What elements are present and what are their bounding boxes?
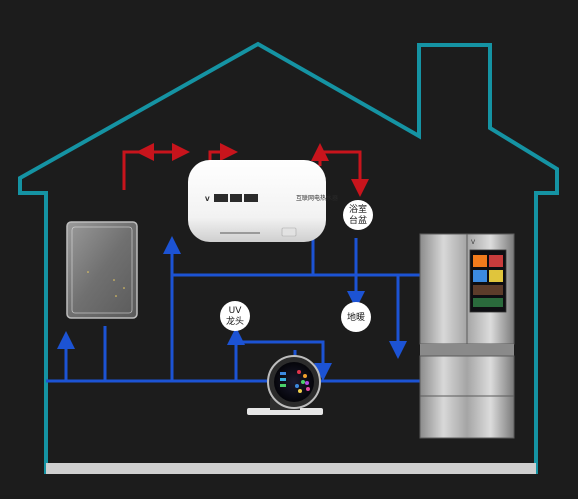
smart-mirror <box>66 221 138 319</box>
house-outline <box>18 41 559 474</box>
label-uv-faucet: UV 龙头 <box>220 301 250 331</box>
heater-logo-box <box>214 194 228 202</box>
house-floor <box>46 463 536 474</box>
smart-control-hub <box>247 355 323 415</box>
water-heater: V 互联网电热水器 云米 <box>188 160 338 242</box>
label-bath-basin: 浴室 台盆 <box>343 200 373 230</box>
label-uv-line2: 龙头 <box>226 315 244 327</box>
heater-model-text: 互联网电热水器 <box>296 194 338 202</box>
cold-water-pipes <box>46 236 420 383</box>
label-bath-line1: 浴室 <box>349 203 367 215</box>
label-floor-heating: 地暖 <box>341 302 371 332</box>
fridge-brand-mark: V <box>471 239 476 246</box>
label-uv-line1: UV <box>229 306 243 316</box>
label-floor-heating-text: 地暖 <box>347 311 365 323</box>
label-bath-line2: 台盆 <box>349 214 367 226</box>
heater-brand-mark: V <box>205 196 210 203</box>
smart-refrigerator: V <box>419 233 515 439</box>
